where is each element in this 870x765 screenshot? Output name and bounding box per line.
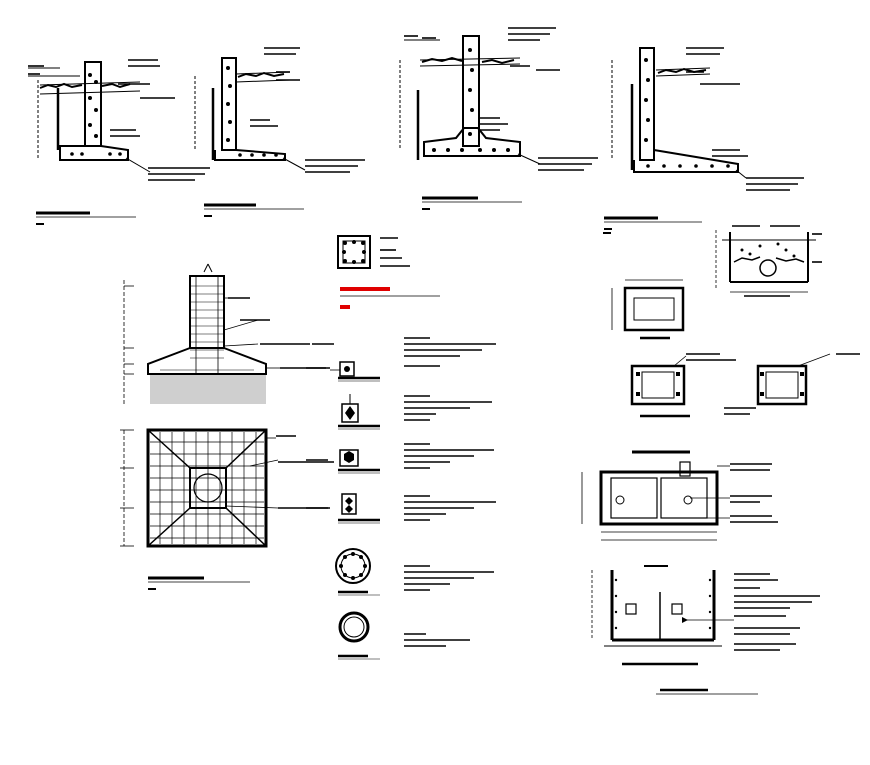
double-box-section	[591, 565, 820, 695]
red-annotation-mark	[340, 305, 350, 309]
column-section-details	[306, 235, 496, 660]
inspection-box-details	[603, 225, 860, 418]
double-box-plan	[581, 450, 778, 541]
wall-section-3-title	[422, 196, 522, 210]
column-footing-elevation	[123, 263, 334, 404]
wall-section-1	[28, 59, 210, 225]
wall-section-3	[399, 27, 598, 210]
column-footing-plan	[120, 428, 334, 590]
wall-section-2	[194, 47, 365, 217]
red-annotation-bar	[340, 287, 390, 291]
inspection-box-title	[603, 232, 611, 234]
wall-section-2-title	[204, 203, 304, 217]
wall-section-4	[604, 47, 804, 230]
wall-section-4-title	[604, 216, 702, 230]
box-sheet-title	[656, 688, 758, 695]
footing-title	[148, 576, 250, 590]
wall-section-1-title	[36, 211, 136, 225]
